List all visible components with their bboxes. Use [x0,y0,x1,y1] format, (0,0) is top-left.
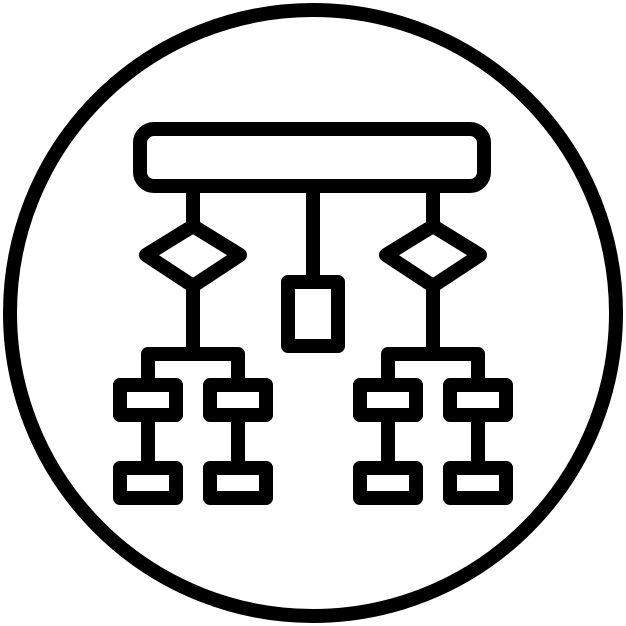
top-header-bar [133,122,491,193]
right-branch [381,347,485,386]
left-decision-diamond [139,219,247,293]
node-box-3 [353,378,423,422]
leaf-box-3 [353,461,423,505]
node-box-2 [203,378,273,422]
outer-circle [3,3,623,623]
right-decision-diamond [379,219,487,293]
center-process-box [281,275,345,353]
node-box-1 [113,378,183,422]
leaf-box-2 [203,461,273,505]
node-box-4 [443,378,513,422]
left-branch [141,347,245,386]
leaf-box-4 [443,461,513,505]
leaf-box-1 [113,461,183,505]
